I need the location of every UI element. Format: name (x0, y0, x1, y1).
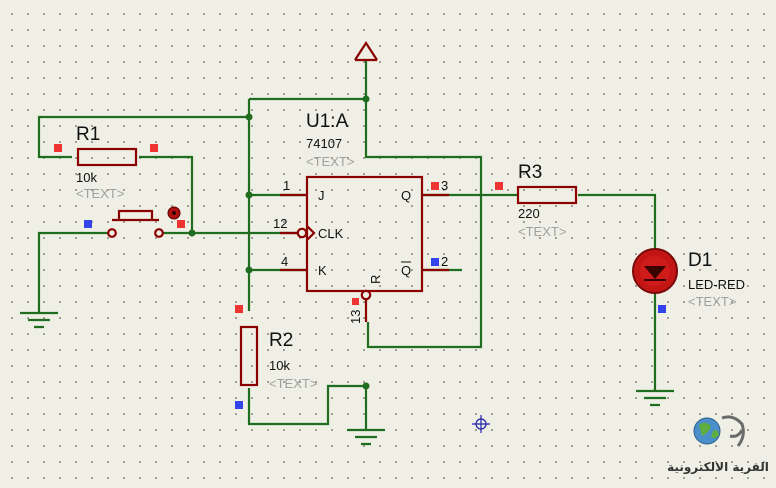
r1-text-label: <TEXT> (76, 186, 124, 201)
ground-r2[interactable] (347, 428, 385, 446)
d1-value-label: LED-RED (688, 277, 745, 292)
u1-pin-state (352, 298, 359, 305)
junction-dot (245, 191, 253, 199)
r1-ref-label: R1 (76, 124, 100, 145)
reset-inversion-bubble (360, 289, 372, 301)
wire-r1-loop[interactable] (37, 115, 249, 233)
pin-name-qbar: Q (401, 263, 411, 278)
pin-number-j: 1 (283, 178, 290, 193)
d1-ref-label: D1 (688, 250, 712, 271)
resistor-r3[interactable]: R3 220 <TEXT> (495, 162, 578, 239)
pin-name-k: K (318, 263, 327, 278)
r1-pin-state (54, 144, 62, 152)
r3-pin-state (495, 182, 503, 190)
ground-left[interactable] (20, 311, 58, 329)
switch-pin-state (177, 220, 185, 228)
r3-value-label: 220 (518, 206, 540, 221)
switch-pin-state (84, 220, 92, 228)
wire-vcc-top[interactable] (249, 60, 483, 349)
junction-dot (245, 266, 253, 274)
junction-dot (188, 229, 196, 237)
clk-edge-triangle (306, 225, 316, 241)
r2-text-label: <TEXT> (269, 376, 317, 391)
arabic-glyph-mark (721, 415, 745, 447)
wire-switch-left[interactable] (37, 231, 108, 313)
r2-pin-state (235, 401, 243, 409)
r1-pin-state (150, 144, 158, 152)
junction-dot (362, 382, 370, 390)
led-d1[interactable]: D1 LED-RED <TEXT> (632, 248, 745, 313)
vcc-terminal-arrow[interactable] (354, 40, 378, 62)
junction-dot (245, 113, 253, 121)
r2-ref-label: R2 (269, 330, 293, 351)
ground-led[interactable] (636, 389, 674, 407)
ic-u1a-jk-flipflop[interactable]: U1:A 74107 <TEXT> J CLK K Q Q R 1 12 4 3… (273, 111, 449, 324)
r3-text-label: <TEXT> (518, 224, 566, 239)
resistor-r2[interactable]: R2 10k <TEXT> (235, 305, 317, 409)
d1-text-label: <TEXT> (688, 294, 736, 309)
clk-inversion-bubble (296, 227, 308, 239)
logo-text: القرية الالكترونية (667, 460, 769, 475)
pushbutton-switch[interactable] (84, 206, 185, 238)
r2-pin-state (235, 305, 243, 313)
r2-value-label: 10k (269, 358, 290, 373)
u1-text-label: <TEXT> (306, 154, 354, 169)
u1-pin-state (431, 182, 439, 190)
pin-name-j: J (318, 188, 325, 203)
wire-r3-led[interactable] (578, 193, 657, 250)
pin-number-qbar: 2 (441, 254, 448, 269)
u1-pin-state (431, 258, 439, 266)
r1-value-label: 10k (76, 170, 97, 185)
pin-number-r: 13 (348, 310, 363, 324)
pin-number-k: 4 (281, 254, 288, 269)
junction-dot (362, 95, 370, 103)
pin-number-q: 3 (441, 178, 448, 193)
r3-ref-label: R3 (518, 162, 542, 183)
pin-name-q: Q (401, 188, 411, 203)
u1-ref-label: U1:A (306, 111, 349, 132)
resistor-r1[interactable]: R1 10k <TEXT> (54, 124, 158, 201)
junctions (188, 95, 370, 390)
u1-part-label: 74107 (306, 136, 342, 151)
pin-number-clk: 12 (273, 216, 287, 231)
pin-name-r: R (368, 275, 383, 284)
origin-crosshair-icon (472, 415, 490, 433)
wire-r2-bottom[interactable] (247, 384, 368, 430)
pin-name-clk: CLK (318, 226, 344, 241)
watermark-logo: القرية الالكترونية (667, 415, 769, 475)
d1-pin-state (658, 305, 666, 313)
